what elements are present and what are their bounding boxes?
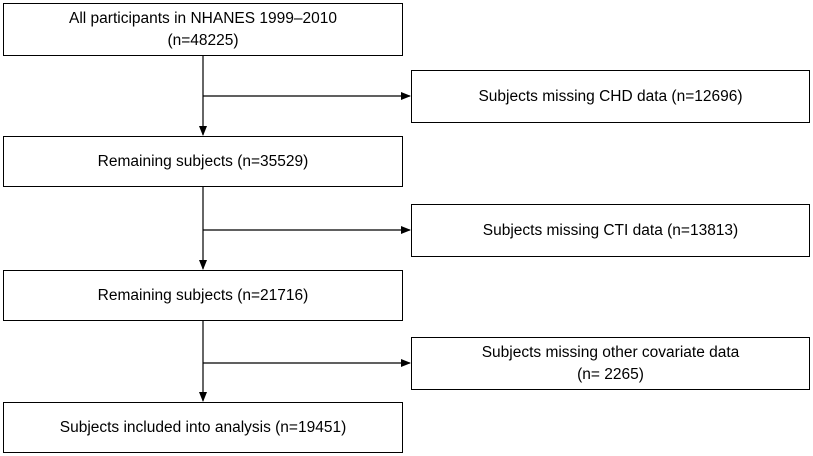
exclusion-box-covariate-line2: (n= 2265) <box>577 365 644 383</box>
exclusion-box-cti: Subjects missing CTI data (n=13813) <box>411 204 810 257</box>
exclusion-box-chd-text: Subjects missing CHD data (n=12696) <box>478 87 743 105</box>
start-box-line1: All participants in NHANES 1999–2010 <box>69 9 337 27</box>
exclusion-box-covariate-line1: Subjects missing other covariate data <box>481 343 740 361</box>
start-box: All participants in NHANES 1999–2010 (n=… <box>3 3 403 56</box>
remaining-box-1: Remaining subjects (n=35529) <box>3 136 403 187</box>
final-box: Subjects included into analysis (n=19451… <box>3 402 403 453</box>
start-box-line2: (n=48225) <box>167 31 239 49</box>
remaining-box-1-text: Remaining subjects (n=35529) <box>97 152 309 170</box>
exclusion-box-cti-text: Subjects missing CTI data (n=13813) <box>482 221 739 239</box>
remaining-box-2-text: Remaining subjects (n=21716) <box>97 286 309 304</box>
exclusion-box-chd: Subjects missing CHD data (n=12696) <box>411 70 810 123</box>
final-box-text: Subjects included into analysis (n=19451… <box>59 418 347 436</box>
remaining-box-2: Remaining subjects (n=21716) <box>3 270 403 321</box>
exclusion-box-covariate: Subjects missing other covariate data (n… <box>411 337 810 390</box>
